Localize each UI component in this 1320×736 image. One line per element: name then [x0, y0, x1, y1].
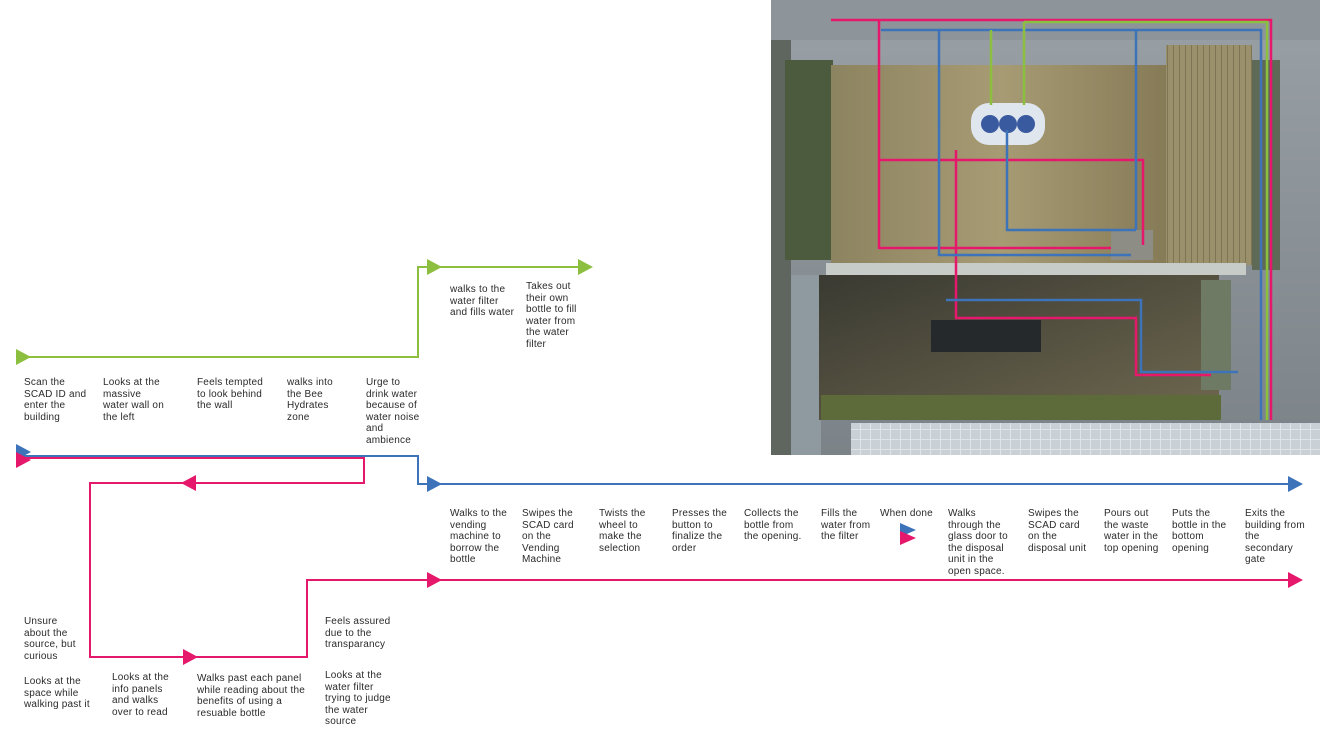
pink-arrowhead-10: [427, 572, 442, 588]
green-step-1: Scan the SCAD ID and enter the building: [24, 377, 87, 423]
marker-pink: [900, 531, 916, 545]
green-step-4: walks into the Bee Hydrates zone: [287, 377, 333, 423]
blue-step-10: Pours out the waste water in the top ope…: [1104, 508, 1159, 554]
blue-step-3: Twists the wheel to make the selection: [599, 508, 646, 554]
pink-step-6: Looks at the water filter trying to judg…: [325, 670, 391, 727]
blue-step-4: Presses the button to finalize the order: [672, 508, 728, 554]
green-arrowhead-2: [427, 259, 442, 275]
green-path: [16, 266, 590, 358]
blue-arrowhead-5: [427, 476, 442, 492]
blue-arrowhead-6: [1288, 476, 1303, 492]
green-step-3: Feels tempted to look behind the wall: [197, 377, 263, 411]
blue-step-7: When done: [880, 508, 933, 519]
pink-step-3: Looks at the info panels and walks over …: [112, 672, 169, 718]
pink-step-4: Walks past each panel while reading abou…: [197, 673, 306, 719]
building-section-render-icon: [771, 0, 1320, 455]
green-step-5: Urge to drink water because of water noi…: [366, 377, 420, 446]
blue-path-line: [16, 455, 1298, 485]
blue-step-9: Swipes the SCAD card on the disposal uni…: [1028, 508, 1087, 554]
pink-arrowhead-9: [183, 649, 198, 665]
pink-path-line: [16, 457, 1298, 658]
path-arrows: [16, 259, 1303, 665]
pink-arrowhead-7: [16, 452, 31, 468]
green-step-6: walks to the water filter and fills wate…: [450, 284, 515, 318]
blue-step-12: Exits the building from the secondary ga…: [1245, 508, 1305, 565]
pink-step-2: Looks at the space while walking past it: [24, 676, 90, 710]
blue-step-11: Puts the bottle in the bottom opening: [1172, 508, 1227, 554]
green-arrowhead-3: [578, 259, 593, 275]
pink-arrowhead-8: [181, 475, 196, 491]
blue-step-5: Collects the bottle from the opening.: [744, 508, 802, 542]
pink-step-1: Unsure about the source, but curious: [24, 616, 76, 662]
green-arrowhead-1: [16, 349, 31, 365]
blue-step-6: Fills the water from the filter: [821, 508, 871, 542]
pink-path: [16, 457, 1298, 658]
pink-step-5: Feels assured due to the transparancy: [325, 616, 391, 650]
green-path-line: [16, 266, 590, 358]
green-step-2: Looks at the massive water wall on the l…: [103, 377, 164, 423]
blue-path: [16, 455, 1298, 485]
when-done-marker-icon: [900, 523, 916, 545]
blue-step-1: Walks to the vending machine to borrow t…: [450, 508, 508, 565]
green-step-7: Takes out their own bottle to fill water…: [526, 281, 577, 350]
blue-step-8: Walks through the glass door to the disp…: [948, 508, 1008, 577]
blue-step-2: Swipes the SCAD card on the Vending Mach…: [522, 508, 574, 565]
pink-arrowhead-11: [1288, 572, 1303, 588]
building-section-render: [771, 0, 1320, 455]
